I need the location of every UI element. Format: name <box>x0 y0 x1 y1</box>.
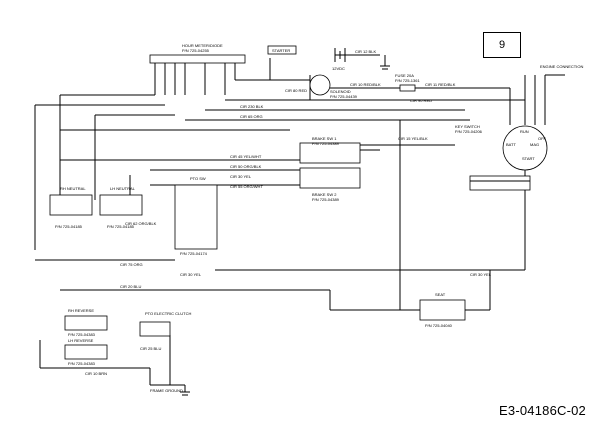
svg-text:SOLENOID: SOLENOID <box>330 89 351 94</box>
svg-text:P/N 725-04185: P/N 725-04185 <box>107 224 135 229</box>
svg-text:LH REVERSE: LH REVERSE <box>68 338 94 343</box>
solenoid: SOLENOID P/N 725-04439 CIR 80 RED <box>285 74 358 99</box>
svg-text:P/N 725-04383: P/N 725-04383 <box>68 361 96 366</box>
svg-text:PTO ELECTRIC CLUTCH: PTO ELECTRIC CLUTCH <box>145 311 191 316</box>
brake-switch-2: BRAKE SW 2 P/N 725-04389 <box>299 167 361 202</box>
svg-text:KEY SWITCH: KEY SWITCH <box>455 124 480 129</box>
wire-label: CIR 10 RED/BLK <box>350 82 381 87</box>
svg-text:BRAKE SW 1: BRAKE SW 1 <box>312 136 337 141</box>
wire-label: CIR 65 ORG <box>240 114 263 119</box>
wire-label: CIR 230 BLK <box>240 104 264 109</box>
svg-text:BATT: BATT <box>506 142 516 147</box>
svg-text:OFF: OFF <box>538 136 547 141</box>
engine-connection-label: ENGINE CONNECTION <box>540 64 583 69</box>
wire-label: CIR 55 ORG/WHT <box>230 184 263 189</box>
wire-label: CIR 15 YEL/BLK <box>398 136 428 141</box>
svg-text:P/N 725-04185: P/N 725-04185 <box>55 224 83 229</box>
svg-text:P/N 725-04040: P/N 725-04040 <box>425 323 453 328</box>
wire-label: CIR 30 YEL <box>470 272 492 277</box>
svg-text:P/N 725-04439: P/N 725-04439 <box>330 94 358 99</box>
svg-text:LH NEUTRAL: LH NEUTRAL <box>110 186 136 191</box>
part-code: E3-04186C-02 <box>499 403 586 418</box>
wire-label: CIR 30 YEL <box>180 272 202 277</box>
svg-text:P/N 725-1361: P/N 725-1361 <box>395 78 420 83</box>
pto-clutch: PTO ELECTRIC CLUTCH CIR 25 BLU <box>139 311 191 351</box>
svg-text:RH NEUTRAL: RH NEUTRAL <box>60 186 86 191</box>
pto-switch: PTO SW P/N 725-04174 <box>174 176 218 256</box>
frame-ground: FRAME GROUND <box>150 388 190 396</box>
page-number: 9 <box>483 32 521 58</box>
svg-text:RUN: RUN <box>520 129 529 134</box>
svg-text:P/N 725-04206: P/N 725-04206 <box>455 129 483 134</box>
fuse: FUSE 20A P/N 725-1361 <box>395 73 420 92</box>
svg-text:P/N 725-04389: P/N 725-04389 <box>312 141 340 146</box>
key-switch: RUN START OFF BATT MAG KEY SWITCH P/N 72… <box>455 124 548 191</box>
wire-label: CIR 20 BLU <box>120 284 141 289</box>
lh-neutral-switch: LH NEUTRAL P/N 725-04185 <box>99 186 143 229</box>
brake-switch-1: BRAKE SW 1 P/N 725-04389 <box>299 136 361 164</box>
svg-text:12VDC: 12VDC <box>332 66 345 71</box>
wire-label: CIR 45 YEL/WHT <box>230 154 262 159</box>
wire-label: CIR 90 RED <box>410 98 432 103</box>
svg-text:FUSE 20A: FUSE 20A <box>395 73 414 78</box>
wire-harness <box>34 54 565 392</box>
svg-text:CIR 80 RED: CIR 80 RED <box>285 88 307 93</box>
svg-text:P/N 725-04389: P/N 725-04389 <box>312 197 340 202</box>
wire-label: CIR 62 ORG/BLK <box>125 221 157 226</box>
lh-reverse-switch: LH REVERSE P/N 725-04383 <box>64 338 108 366</box>
svg-text:P/N 725-04383: P/N 725-04383 <box>68 332 96 337</box>
wire-label: CIR 10 BRN <box>85 371 107 376</box>
battery: CIR 12 BLK 12VDC <box>332 48 390 71</box>
wire-label: CIR 11 RED/BLK <box>425 82 456 87</box>
svg-text:BRAKE SW 2: BRAKE SW 2 <box>312 192 337 197</box>
svg-text:P/N 725-04174: P/N 725-04174 <box>180 251 208 256</box>
wire-label: CIR 30 YEL <box>230 174 252 179</box>
svg-text:PTO SW: PTO SW <box>190 176 206 181</box>
svg-text:START: START <box>522 156 535 161</box>
svg-text:P/N 725-04255: P/N 725-04255 <box>182 48 210 53</box>
svg-text:STARTER: STARTER <box>272 48 290 53</box>
svg-text:SEAT: SEAT <box>435 292 446 297</box>
svg-text:CIR 12 BLK: CIR 12 BLK <box>355 49 376 54</box>
svg-text:FRAME GROUND: FRAME GROUND <box>150 388 183 393</box>
svg-text:MAG: MAG <box>530 142 539 147</box>
rh-reverse-switch: RH REVERSE P/N 725-04383 <box>64 308 108 337</box>
hour-meter-connector: HOUR METER/DIODE P/N 725-04255 <box>149 43 246 64</box>
starter-label: STARTER <box>267 45 297 55</box>
svg-text:CIR 25 BLU: CIR 25 BLU <box>140 346 161 351</box>
wire-label: CIR 50 ORG/BLK <box>230 164 262 169</box>
seat-switch: SEAT P/N 725-04040 <box>419 292 466 328</box>
svg-text:RH REVERSE: RH REVERSE <box>68 308 94 313</box>
svg-text:HOUR METER/DIODE: HOUR METER/DIODE <box>182 43 223 48</box>
rh-neutral-switch: RH NEUTRAL P/N 725-04185 <box>49 186 93 229</box>
wire-label: CIR 75 ORG <box>120 262 143 267</box>
